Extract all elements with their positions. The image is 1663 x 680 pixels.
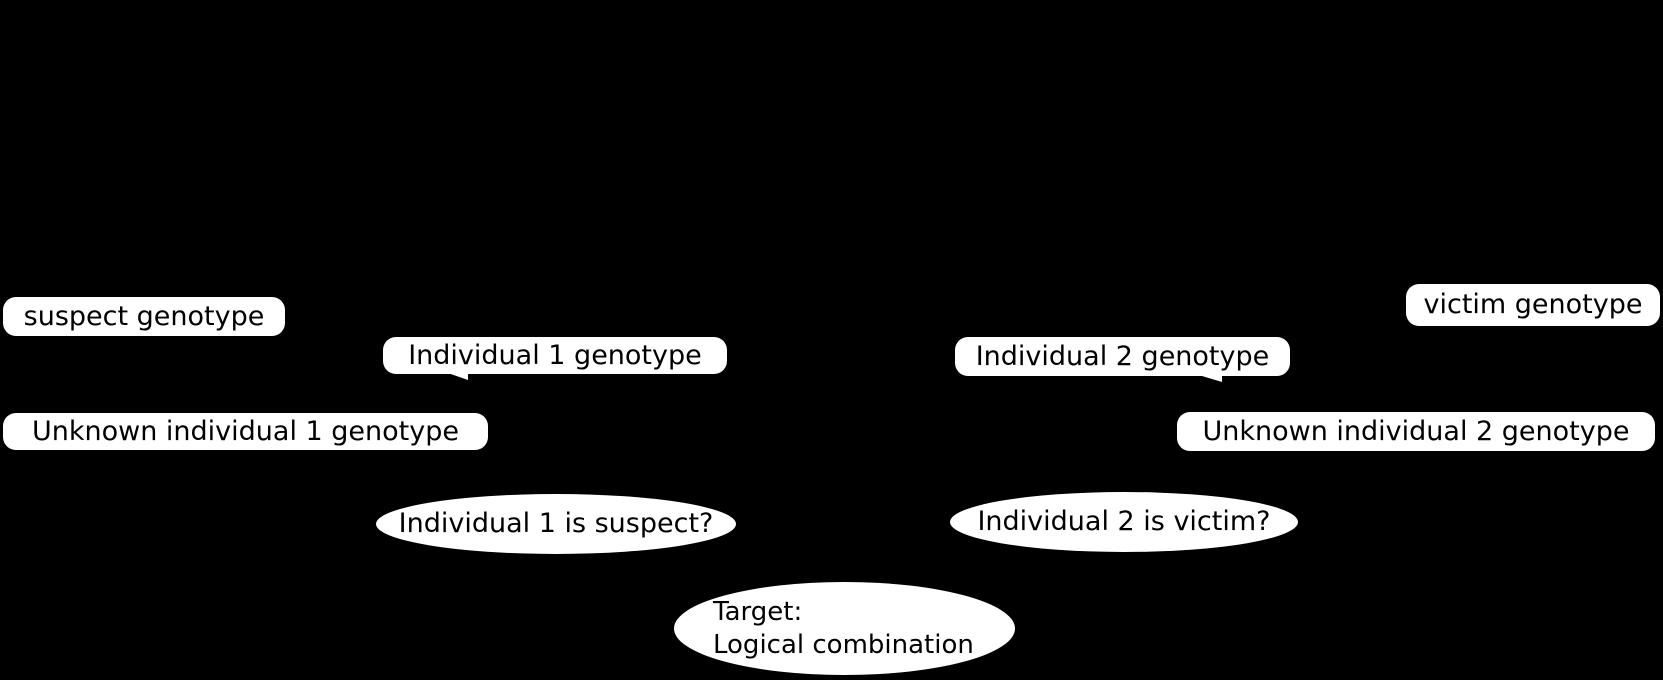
node-individual-1-genotype: Individual 1 genotype xyxy=(383,337,727,374)
node-target-logical-combination: Target: Logical combination xyxy=(674,582,1015,675)
node-individual-1-is-suspect: Individual 1 is suspect? xyxy=(376,494,736,554)
edge-arrowhead-artifact-2 xyxy=(1192,373,1222,382)
node-victim-genotype: victim genotype xyxy=(1406,284,1660,326)
node-individual-2-is-victim: Individual 2 is victim? xyxy=(950,492,1298,552)
node-individual-2-genotype: Individual 2 genotype xyxy=(955,337,1290,376)
edge-arrowhead-artifact-1 xyxy=(442,371,468,380)
node-unknown-individual-1-genotype: Unknown individual 1 genotype xyxy=(3,413,488,450)
target-line-1: Target: xyxy=(713,596,803,627)
node-unknown-individual-2-genotype: Unknown individual 2 genotype xyxy=(1177,412,1655,451)
node-suspect-genotype: suspect genotype xyxy=(3,297,285,336)
target-line-2: Logical combination xyxy=(713,629,974,660)
